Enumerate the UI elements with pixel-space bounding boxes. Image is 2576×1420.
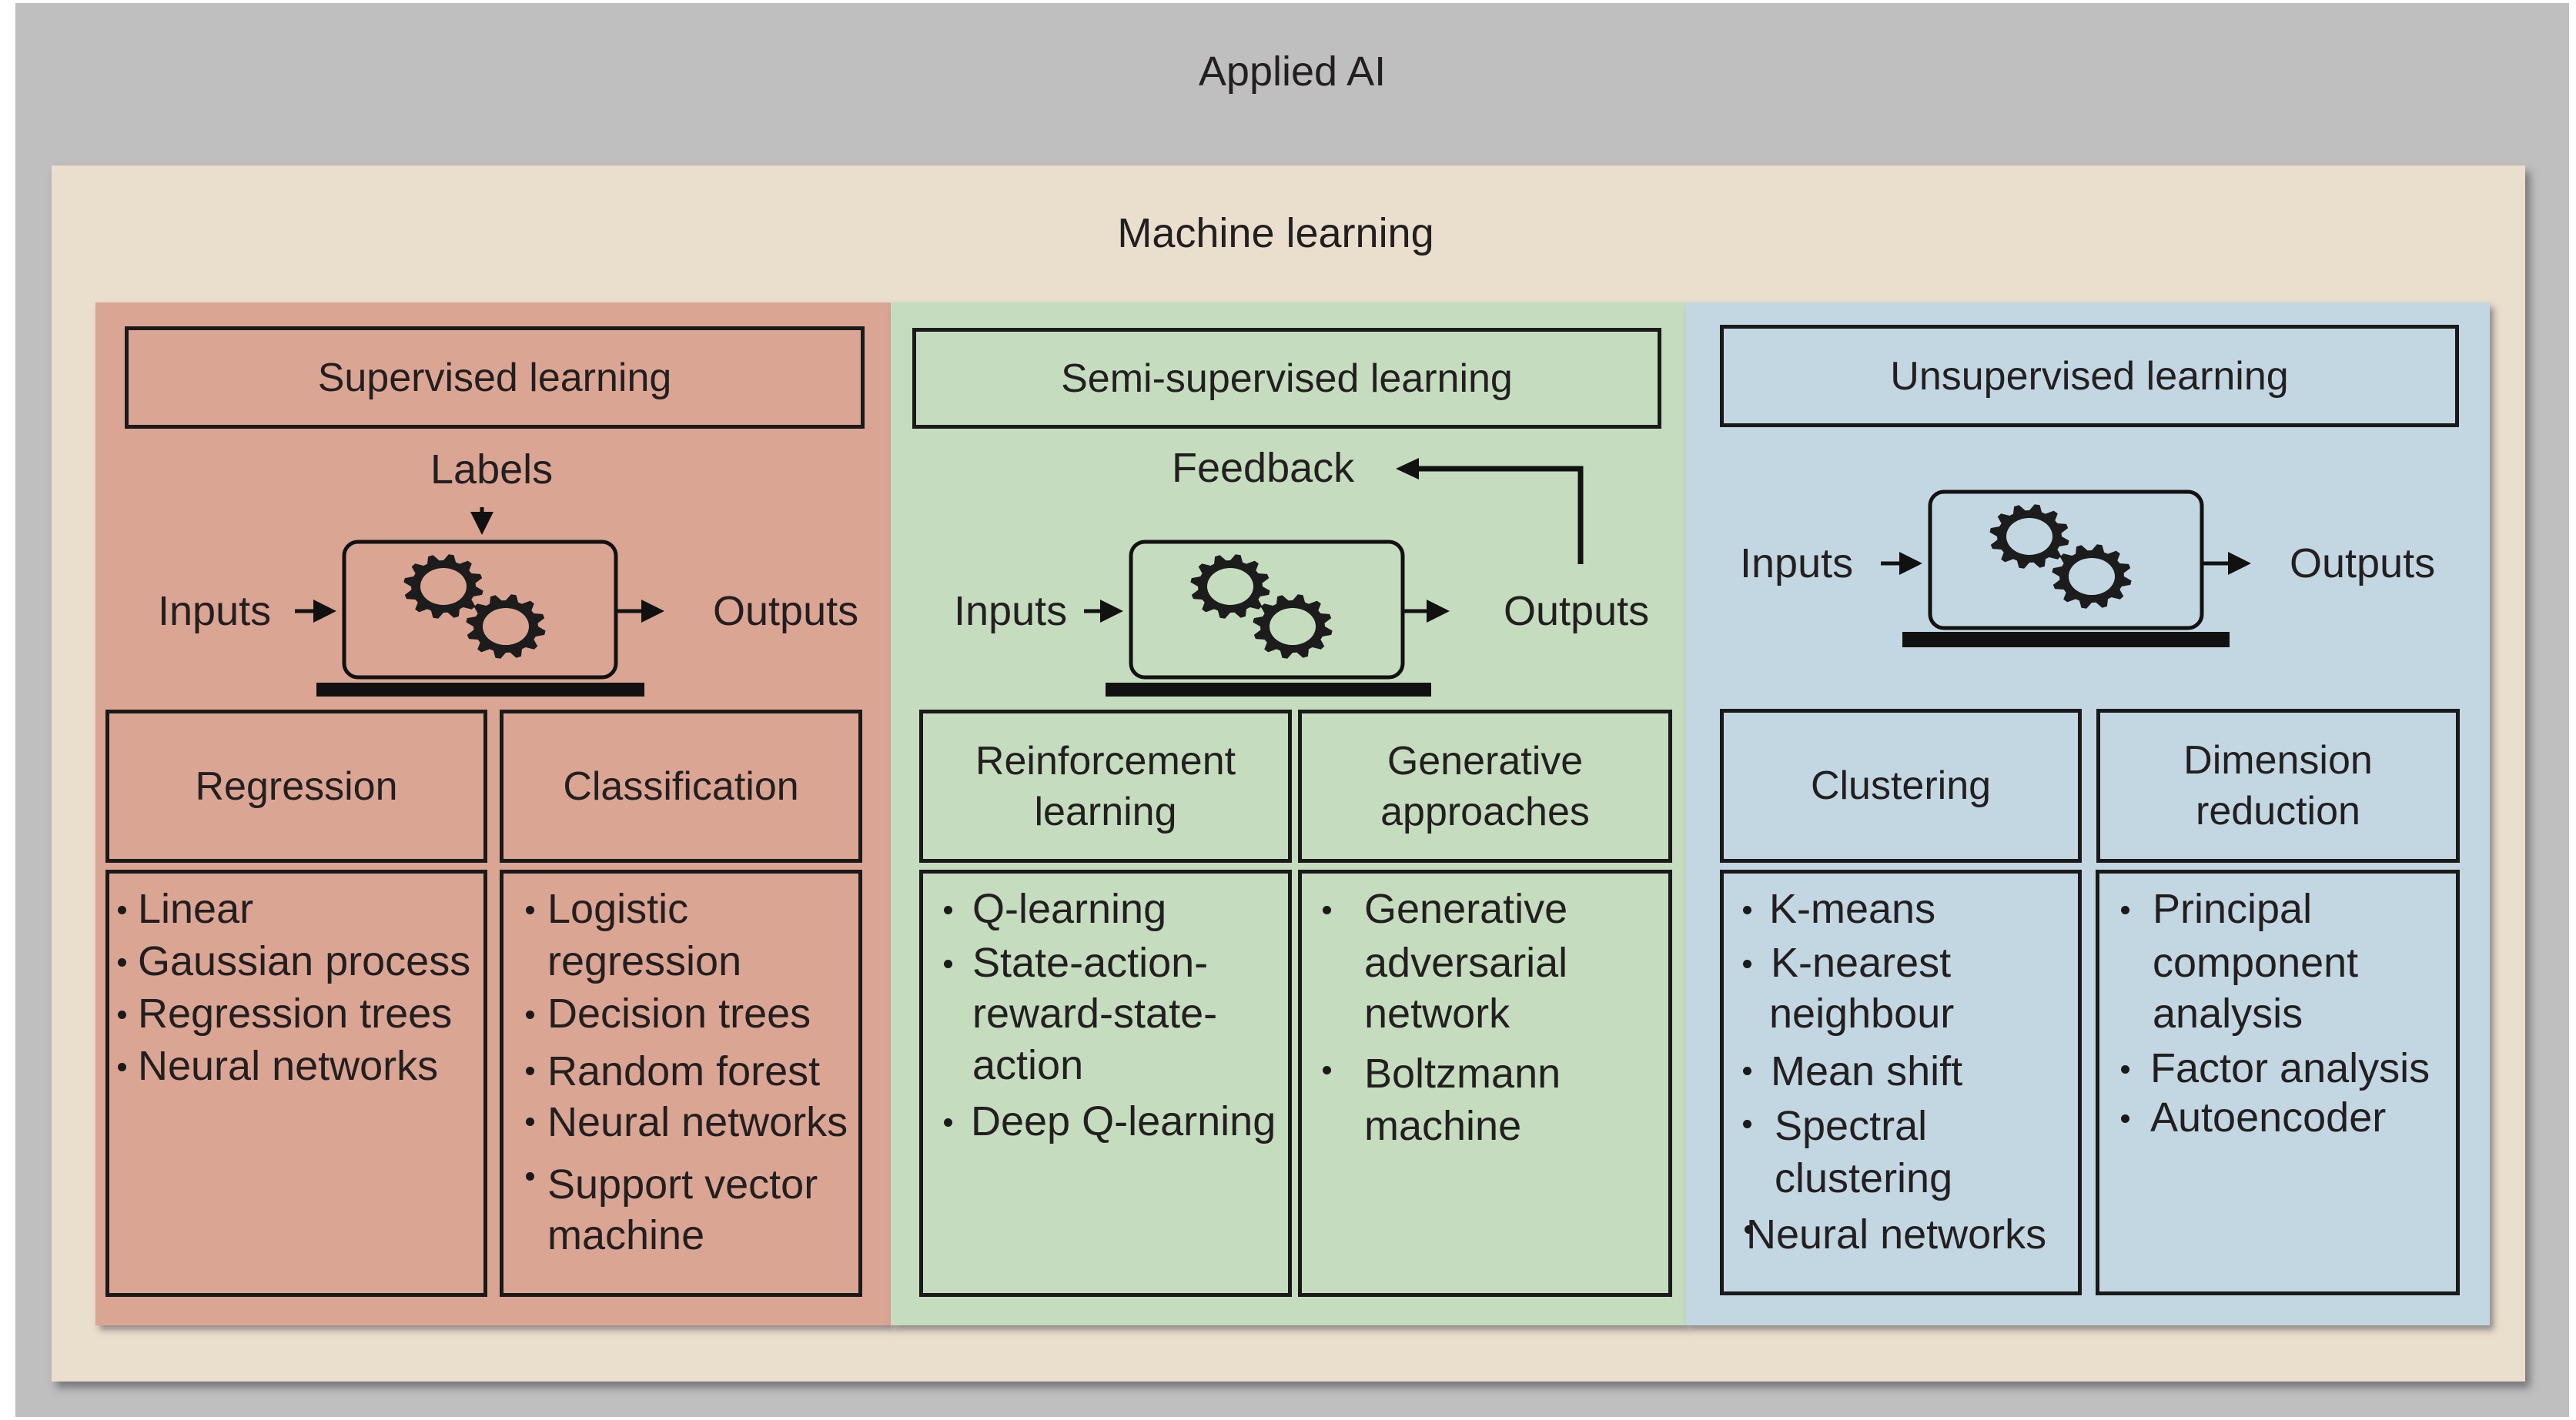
- bullet-icon: [944, 960, 952, 968]
- list-item-continuation: reward-state-: [972, 991, 1218, 1037]
- list-item-continuation: adversarial: [1364, 940, 1568, 986]
- semi-supervised-header: Semi-supervised learning: [912, 328, 1661, 429]
- bullet-icon: [1743, 906, 1751, 914]
- unsupervised-title: Unsupervised learning: [1890, 353, 2289, 399]
- bullet-icon: [526, 1172, 534, 1181]
- dimension-reduction-title-line: reduction: [2196, 789, 2360, 834]
- bullet-icon: [526, 906, 534, 914]
- classification-list-box: [500, 870, 862, 1297]
- bullet-icon: [1743, 1067, 1751, 1075]
- unsupervised-outputs-label: Outputs: [2290, 540, 2436, 586]
- list-item: Mean shift: [1771, 1048, 1963, 1094]
- list-item: Neural networks: [1746, 1211, 2047, 1258]
- reinforcement-list-box: [919, 870, 1292, 1297]
- bullet-icon: [944, 906, 952, 914]
- supervised-inputs-label: Inputs: [158, 588, 272, 634]
- bullet-icon: [526, 1118, 534, 1126]
- bullet-icon: [118, 906, 126, 914]
- regression-header: Regression: [105, 710, 487, 863]
- generative-list-box: [1298, 870, 1672, 1297]
- machine-learning-title: Machine learning: [1117, 210, 1434, 256]
- list-item: Spectral: [1775, 1103, 1928, 1149]
- list-item: Decision trees: [547, 991, 811, 1037]
- generative-title-line: Generative: [1387, 738, 1584, 784]
- list-item: Neural networks: [138, 1043, 439, 1089]
- clustering-title: Clustering: [1810, 763, 1992, 808]
- list-item-continuation: regression: [547, 938, 742, 984]
- bullet-icon: [944, 1118, 952, 1127]
- list-item: Deep Q-learning: [971, 1098, 1276, 1144]
- dimension-reduction-list-box: [2096, 870, 2460, 1295]
- bullet-icon: [2121, 1114, 2129, 1123]
- list-item: Regression trees: [138, 991, 453, 1037]
- list-item: Logistic: [547, 886, 689, 932]
- list-item: State-action-: [972, 940, 1209, 986]
- unsupervised-inputs-label: Inputs: [1740, 540, 1854, 586]
- list-item: Support vector: [547, 1161, 818, 1208]
- list-item-continuation: action: [972, 1042, 1084, 1088]
- labels-label: Labels: [430, 446, 554, 493]
- applied-ai-title: Applied AI: [1198, 48, 1387, 95]
- bullet-icon: [118, 958, 126, 967]
- list-item: Generative: [1364, 886, 1568, 932]
- dimension-reduction-title-line: Dimension: [2183, 738, 2373, 783]
- list-item: Autoencoder: [2150, 1094, 2387, 1141]
- semi-supervised-title: Semi-supervised learning: [1061, 356, 1513, 401]
- bullet-icon: [526, 1067, 534, 1075]
- clustering-header: Clustering: [1720, 709, 2082, 863]
- list-item-continuation: machine: [1364, 1103, 1522, 1149]
- list-item: K-means: [1769, 886, 1936, 932]
- list-item: Linear: [138, 886, 254, 932]
- clustering-list-box: [1720, 870, 2082, 1295]
- list-item-continuation: analysis: [2153, 991, 2303, 1037]
- list-item: Boltzmann: [1364, 1051, 1561, 1097]
- list-item: K-nearest: [1771, 940, 1952, 986]
- bullet-icon: [1745, 1225, 1753, 1234]
- regression-list-box: [105, 870, 487, 1297]
- regression-title: Regression: [195, 763, 398, 809]
- list-item: Neural networks: [547, 1099, 848, 1145]
- reinforcement-title-line: Reinforcement: [975, 738, 1236, 784]
- list-item-continuation: clustering: [1775, 1155, 1953, 1201]
- bullet-icon: [1323, 1066, 1331, 1074]
- list-item-continuation: machine: [547, 1212, 705, 1258]
- feedback-label: Feedback: [1172, 445, 1355, 491]
- generative-header: Generative approaches: [1298, 710, 1672, 863]
- list-item-continuation: network: [1364, 991, 1510, 1037]
- list-item: Random forest: [547, 1048, 821, 1094]
- classification-title: Classification: [563, 763, 799, 809]
- bullet-icon: [1323, 906, 1331, 914]
- list-item-continuation: component: [2153, 940, 2359, 986]
- bullet-icon: [118, 1063, 126, 1071]
- supervised-panel: [95, 302, 891, 1325]
- unsupervised-panel: [1686, 302, 2490, 1325]
- reinforcement-title-line: learning: [1034, 789, 1177, 834]
- bullet-icon: [2121, 906, 2129, 914]
- reinforcement-header: Reinforcement learning: [919, 710, 1292, 863]
- list-item: Factor analysis: [2150, 1045, 2430, 1091]
- dimension-reduction-header: Dimension reduction: [2096, 709, 2460, 863]
- bullet-icon: [1743, 1120, 1751, 1128]
- supervised-outputs-label: Outputs: [713, 588, 859, 634]
- semi-inputs-label: Inputs: [954, 588, 1068, 634]
- supervised-header: Supervised learning: [125, 326, 865, 429]
- classification-header: Classification: [500, 710, 862, 863]
- bullet-icon: [118, 1011, 126, 1019]
- list-item: Q-learning: [972, 886, 1167, 932]
- semi-outputs-label: Outputs: [1504, 588, 1650, 634]
- generative-title-line: approaches: [1380, 789, 1590, 834]
- bullet-icon: [1743, 960, 1751, 968]
- list-item: Gaussian process: [138, 938, 471, 984]
- supervised-title: Supervised learning: [317, 355, 672, 400]
- bullet-icon: [2121, 1065, 2129, 1074]
- unsupervised-header: Unsupervised learning: [1720, 325, 2459, 427]
- bullet-icon: [526, 1011, 534, 1019]
- list-item-continuation: neighbour: [1769, 991, 1955, 1037]
- list-item: Principal: [2153, 886, 2313, 932]
